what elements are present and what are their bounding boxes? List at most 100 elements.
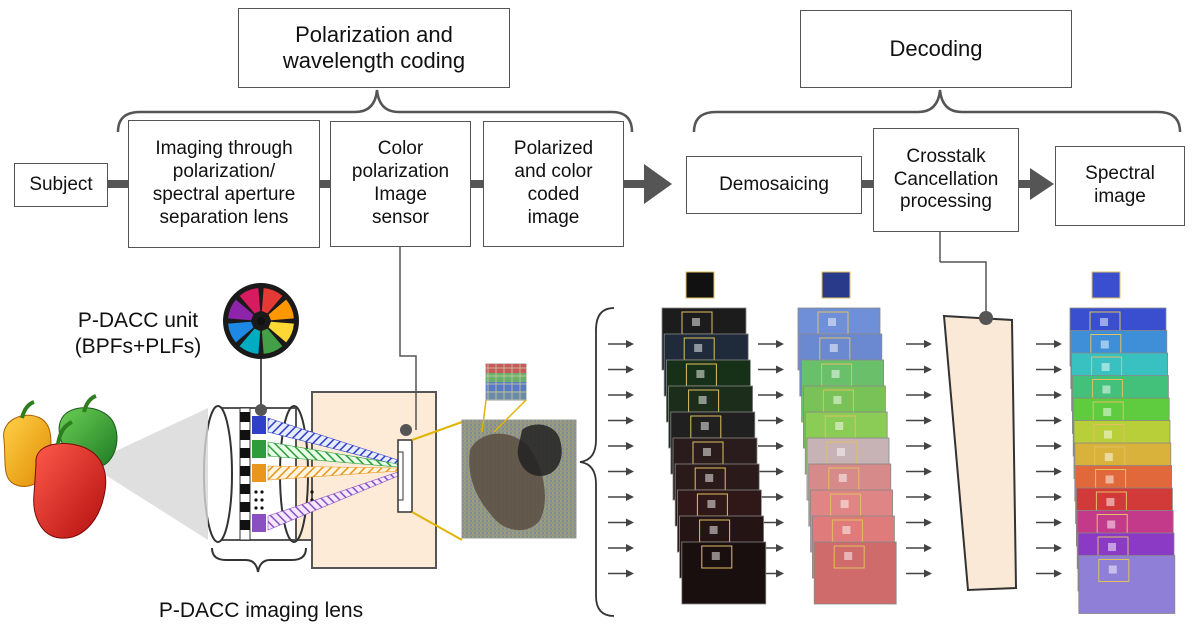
connector-sensor-coded <box>471 180 483 188</box>
demosaicing-label: Demosaicing <box>719 173 829 195</box>
spectral-label: Spectral image <box>1085 163 1155 207</box>
decoding-header-box: Decoding <box>800 10 1072 88</box>
small-arrowhead <box>626 442 634 450</box>
small-arrowhead <box>776 467 784 476</box>
small-arrowhead <box>924 493 932 501</box>
light-cone <box>88 408 208 540</box>
small-arrowhead <box>626 518 634 527</box>
coded-magnifier <box>481 363 527 433</box>
filter-blue <box>252 416 266 434</box>
tile-demosaic-top <box>685 271 715 299</box>
small-arrowhead <box>776 416 784 425</box>
demosaicing-box: Demosaicing <box>686 156 862 214</box>
sensor-label: Color polarization Image sensor <box>351 138 450 228</box>
stack-image-cell <box>844 552 853 560</box>
small-arrowhead <box>1054 518 1062 527</box>
stack-image-cell <box>1100 340 1109 349</box>
small-arrowhead <box>924 467 932 476</box>
wheel-slice <box>228 321 254 343</box>
wheel-slice <box>268 299 294 321</box>
stack-image-cell <box>833 396 842 404</box>
stack-image-cell <box>711 552 720 560</box>
pdacc-lens-label: P-DACC imaging lens <box>158 599 364 622</box>
filter-green <box>252 440 266 458</box>
small-arrowhead <box>626 416 634 425</box>
small-arrowhead <box>626 365 634 374</box>
stack-image-cell <box>1105 475 1114 484</box>
small-arrowhead <box>626 569 634 578</box>
stack-image-cell <box>831 370 840 378</box>
stack-image-cell <box>703 448 711 456</box>
coded-image-box: Polarized and color coded image <box>483 121 624 247</box>
stack-image <box>813 541 897 605</box>
stack-image-grid <box>1098 559 1130 582</box>
camera-sensor <box>397 439 413 513</box>
connector-lens-sensor <box>320 180 330 188</box>
tile-spectral-top <box>1091 271 1121 299</box>
small-arrow-columns <box>608 340 1062 578</box>
pdacc-wheel <box>223 283 299 359</box>
small-arrowhead <box>924 518 932 527</box>
small-arrowhead <box>626 340 634 348</box>
cancellation-bar <box>942 314 1018 592</box>
stack-image-cell <box>692 318 700 326</box>
stack-brace <box>579 307 615 617</box>
stack-image-cell <box>835 422 844 430</box>
connector-coded-arrow <box>624 180 646 188</box>
stack-image-cell <box>705 474 714 482</box>
spectral-box: Spectral image <box>1055 146 1185 226</box>
small-arrowhead <box>924 365 932 374</box>
filter-orange <box>252 464 266 482</box>
decoding-header-label: Decoding <box>889 35 983 61</box>
stack-image-cell <box>700 422 709 430</box>
small-arrowhead <box>776 544 784 552</box>
small-arrowhead <box>776 493 784 501</box>
stack-image-cell <box>1100 318 1108 326</box>
lens-front <box>203 405 233 543</box>
wheel-slice <box>261 288 283 314</box>
small-arrowhead <box>1054 340 1062 348</box>
small-arrowhead <box>1054 365 1062 374</box>
small-arrowhead <box>1054 442 1062 450</box>
sensor-box: Color polarization Image sensor <box>330 121 471 247</box>
wheel-slice <box>268 321 294 343</box>
stack-image-cell <box>1102 385 1111 394</box>
stack-image-cell <box>707 500 716 508</box>
coding-header-box: Polarization and wavelength coding <box>238 8 510 88</box>
stack-image-cell <box>709 526 718 534</box>
small-arrowhead <box>1054 544 1062 552</box>
small-arrowhead <box>924 391 932 399</box>
stack-image-grid <box>833 545 865 569</box>
small-arrowhead <box>924 416 932 425</box>
wheel-slice <box>239 288 261 314</box>
wheel-slice <box>239 328 261 354</box>
filter-purple <box>252 514 266 532</box>
stack-image-cell <box>1106 498 1115 506</box>
lens-box: Imaging through polarization/ spectral a… <box>128 120 320 248</box>
coding-brace <box>116 89 634 133</box>
stack-image-cell <box>829 344 838 352</box>
stack-image-cell <box>694 344 703 352</box>
stack-image-cell <box>828 318 836 326</box>
pdacc-unit-label: P-DACC unit (BPFs+PLFs) <box>74 309 202 358</box>
tile-mid-top <box>821 271 851 299</box>
small-arrowhead <box>1054 391 1062 399</box>
stack-image-cell <box>698 396 707 404</box>
wheel-slice <box>261 328 283 354</box>
small-arrowhead <box>1054 416 1062 425</box>
coded-image-label: Polarized and color coded image <box>513 138 594 228</box>
stack-image-cell <box>837 448 845 456</box>
small-arrowhead <box>924 569 932 578</box>
stack-image-cell <box>1107 520 1116 529</box>
small-arrowhead <box>776 569 784 578</box>
crosstalk-label: Crosstalk Cancellation processing <box>893 145 999 213</box>
sensor-leader-line <box>399 247 417 430</box>
stack-image-cell <box>696 370 705 378</box>
small-arrowhead <box>776 518 784 527</box>
coding-header-label: Polarization and wavelength coding <box>282 21 466 73</box>
connector-subject-lens <box>108 180 128 188</box>
small-arrowhead <box>626 391 634 399</box>
connector-crosstalk-spectral <box>1019 180 1033 188</box>
main-flow-arrow <box>644 164 672 204</box>
